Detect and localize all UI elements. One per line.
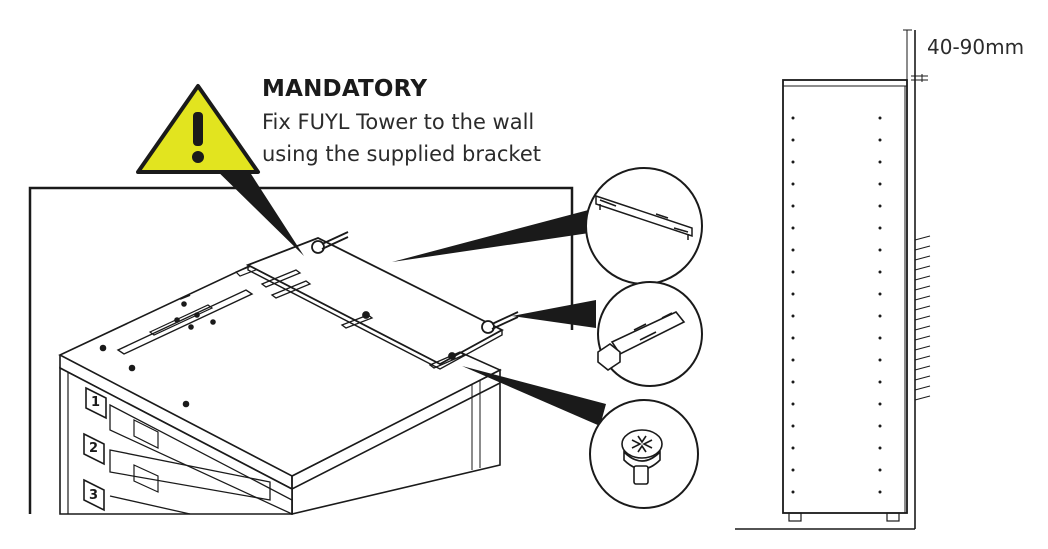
anchor-bolt-detail [597,281,703,387]
warning-triangle-icon [136,84,304,256]
callout-leaders [392,208,606,426]
tower-side-body [782,79,908,514]
wall-bracket [245,231,519,370]
warning-title: MANDATORY [262,76,428,102]
locker-number-1: 1 [91,395,101,410]
wall-bracket-icon [595,194,693,240]
locker-number-3: 3 [89,488,99,503]
screw-detail [589,399,699,509]
locker-door-2 [83,432,271,501]
tower-top-face [58,261,502,477]
locker-number-2: 2 [89,441,99,456]
warning-pointer [206,160,304,256]
side-view [735,29,931,530]
locker-door-3 [83,478,191,515]
tower-illustration [58,261,502,516]
anchor-bolt-icon [597,311,686,371]
wall-gap-dimension-label: 40-90mm [927,35,1025,59]
locker-door-1 [85,386,293,516]
warning-text-line-2: using the supplied bracket [262,142,541,166]
detail-frame [28,186,574,514]
screw-icon [621,429,663,485]
bracket-detail [585,167,703,285]
warning-text-line-1: Fix FUYL Tower to the wall [262,110,535,134]
